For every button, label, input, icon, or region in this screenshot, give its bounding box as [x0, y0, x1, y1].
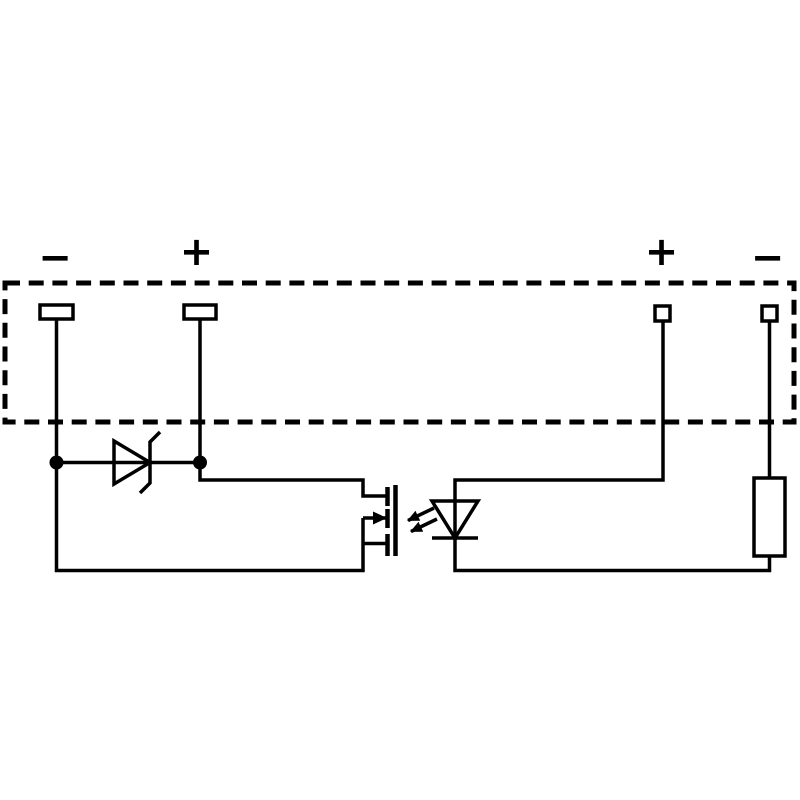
terminal-label-output-plus: + — [180, 229, 214, 275]
light-arrow — [407, 506, 435, 523]
terminal-label-output-minus: − — [38, 235, 72, 281]
zener-cathode-bar — [138, 430, 162, 495]
terminal-label-input-plus: + — [645, 229, 679, 275]
terminal-pad-output-minus — [38, 303, 75, 321]
terminal-label-input-minus: − — [751, 235, 785, 281]
terminal-pad-input-minus — [760, 304, 779, 323]
junction-dot — [193, 455, 207, 470]
light-arrow — [410, 517, 438, 534]
wire-input-plus-loop — [453, 313, 772, 573]
wire-output-plus-drain — [198, 312, 386, 498]
led-anode-triangle — [428, 499, 482, 542]
zener-anode-triangle — [112, 437, 154, 488]
terminal-pad-output-plus — [182, 303, 218, 321]
terminal-pad-input-plus — [653, 304, 672, 323]
light-emission-arrows-icon — [407, 506, 438, 534]
module-boundary-dashed-box — [2, 280, 797, 425]
resistor-icon — [752, 476, 787, 558]
photomos-transistor-icon — [363, 485, 398, 556]
zener-diode-icon — [112, 430, 162, 495]
junction-dot — [49, 455, 64, 470]
wire-output-minus-loop — [54, 312, 365, 573]
led-icon — [428, 499, 482, 542]
